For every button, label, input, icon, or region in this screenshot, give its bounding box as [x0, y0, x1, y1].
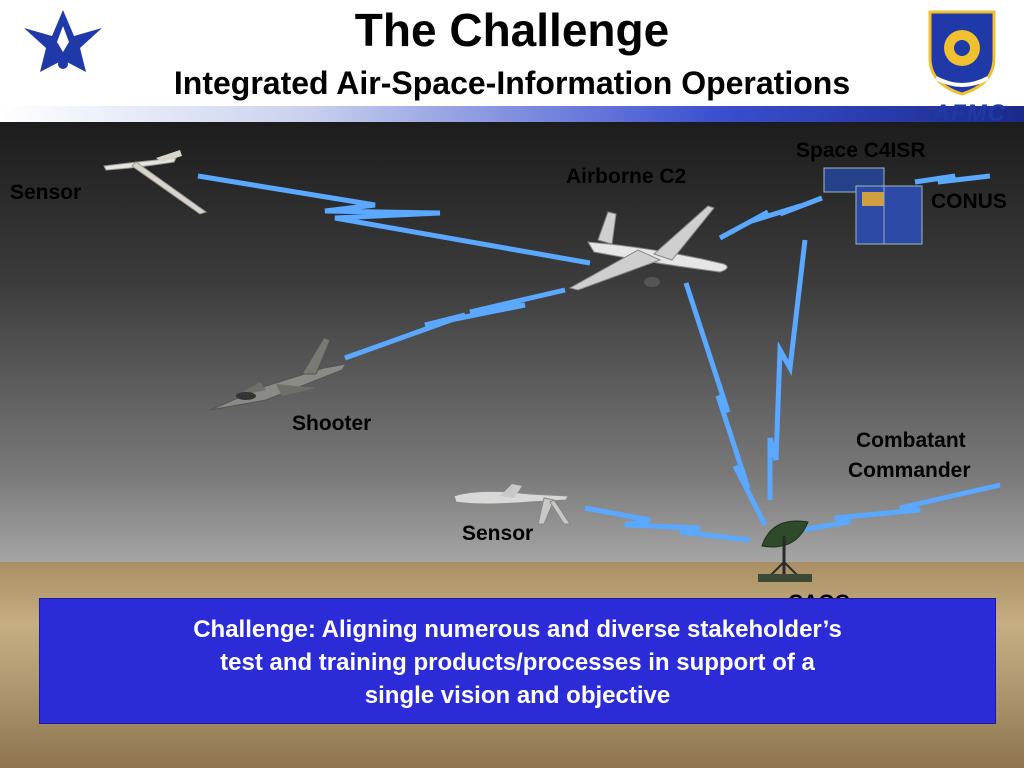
afmc-shield-icon: [928, 10, 996, 96]
afmc-logo-text: AFMC: [932, 100, 1006, 127]
predator-uav-icon: [453, 484, 571, 525]
link-c2-to-space: [718, 195, 823, 241]
challenge-box: Challenge: Aligning numerous and diverse…: [39, 598, 996, 724]
challenge-line-1: Challenge: Aligning numerous and diverse…: [193, 616, 842, 643]
caoc-dish-icon: [758, 520, 812, 582]
page-subtitle: Integrated Air-Space-Information Operati…: [173, 65, 851, 101]
airborne-c2-aircraft-icon: [568, 205, 728, 291]
label-combatant-commander-line1: Combatant: [856, 429, 966, 452]
satellite-icon: [823, 167, 923, 245]
usaf-logo-icon: [24, 10, 102, 72]
label-combatant-commander-line2: Commander: [848, 459, 971, 482]
header-band: [0, 106, 1024, 122]
challenge-line-3: single vision and objective: [364, 682, 671, 709]
label-sensor-top: Sensor: [10, 181, 82, 204]
page-title: The Challenge: [354, 4, 670, 56]
link-space-to-conus: [914, 173, 991, 185]
label-sensor-bottom: Sensor: [462, 522, 534, 545]
link-commander-to-caoc: [799, 482, 1001, 533]
link-shooter-to-c2: [344, 287, 566, 361]
link-c2-to-caoc: [683, 282, 768, 527]
label-space-c4isr: Space C4ISR: [796, 139, 926, 162]
f16-fighter-icon: [209, 337, 348, 411]
label-conus: CONUS: [931, 190, 1007, 213]
label-airborne-c2: Airborne C2: [566, 165, 687, 188]
label-shooter: Shooter: [292, 412, 372, 435]
link-sensor-to-caoc: [584, 505, 751, 543]
link-space-to-caoc: [767, 239, 808, 500]
global-hawk-uav-icon: [103, 150, 208, 215]
link-sensor-to-c2: [197, 173, 591, 266]
challenge-line-2: test and training products/processes in …: [220, 649, 815, 676]
slide-header: The Challenge Integrated Air-Space-Infor…: [0, 0, 1024, 112]
challenge-text: Challenge: Aligning numerous and diverse…: [40, 613, 995, 712]
